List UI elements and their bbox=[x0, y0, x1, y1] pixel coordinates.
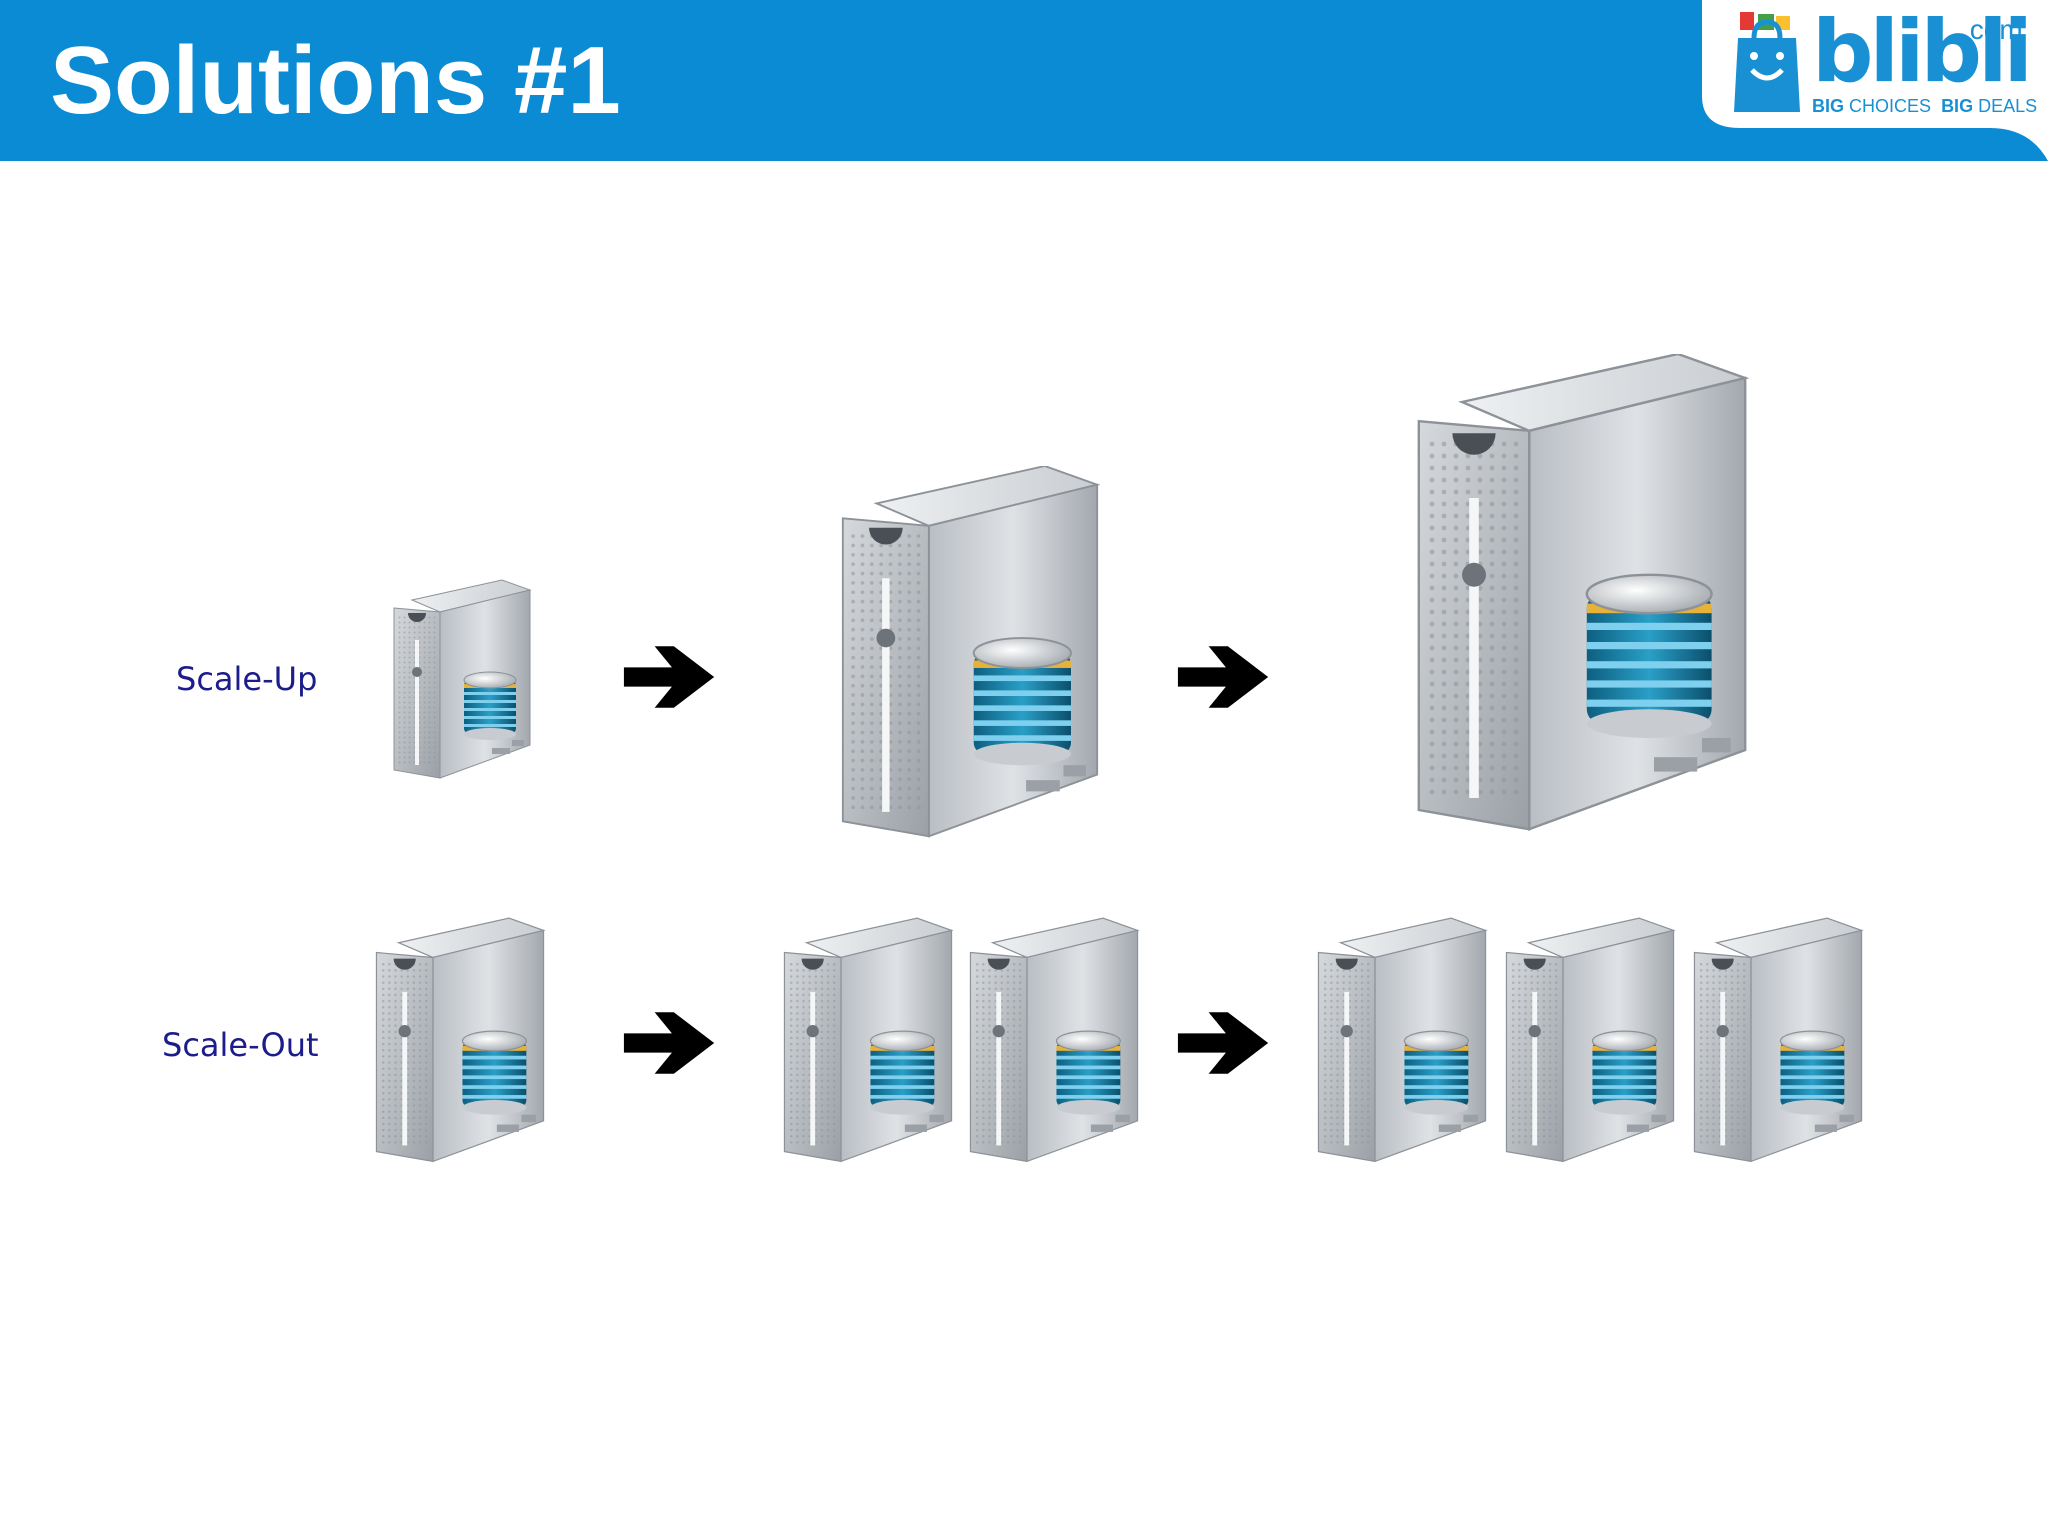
database-server-icon bbox=[834, 466, 1106, 840]
right-arrow-icon bbox=[622, 1004, 718, 1082]
header-bar bbox=[0, 0, 2048, 161]
logo-tld-text: .com bbox=[1962, 14, 2023, 45]
right-arrow-icon bbox=[1176, 638, 1272, 716]
right-arrow-icon bbox=[622, 638, 718, 716]
blibli-logo: blibli .com BIG CHOICES BIG DEALS bbox=[1700, 0, 2048, 161]
tagline-word-2: CHOICES bbox=[1849, 96, 1932, 116]
database-server-icon bbox=[1402, 354, 1762, 834]
database-server-icon bbox=[1504, 912, 1676, 1170]
logo-brand-text: blibli bbox=[1812, 2, 2033, 102]
slide-title: Solutions #1 bbox=[50, 27, 621, 134]
tagline-word-4: DEALS bbox=[1978, 96, 2038, 116]
shopping-bag-icon bbox=[1734, 12, 1800, 112]
database-server-icon bbox=[374, 912, 546, 1170]
tagline-word-3: BIG bbox=[1941, 96, 1974, 116]
database-server-icon bbox=[1692, 912, 1864, 1170]
right-arrow-icon bbox=[1176, 1004, 1272, 1082]
logo-tagline: BIG CHOICES BIG DEALS bbox=[1812, 96, 2037, 117]
tagline-word-1: BIG bbox=[1812, 96, 1845, 116]
database-server-icon bbox=[392, 574, 532, 786]
database-server-icon bbox=[782, 912, 954, 1170]
database-server-icon bbox=[1316, 912, 1488, 1170]
database-server-icon bbox=[968, 912, 1140, 1170]
scale-out-label: Scale-Out bbox=[162, 1026, 319, 1064]
scale-up-label: Scale-Up bbox=[176, 660, 318, 698]
